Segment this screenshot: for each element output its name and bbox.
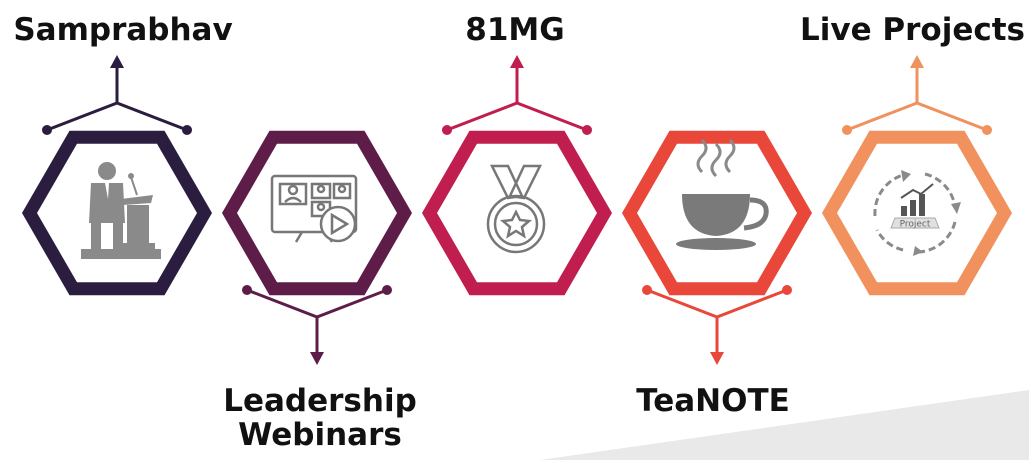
tea-cup-icon [676,138,769,250]
background-wedge [540,390,1029,460]
connector-arrow [442,55,592,135]
item-label-samprabhav: Samprabhav [13,12,233,48]
project-cycle-icon: Project [873,170,961,256]
item-label-line: Leadership [223,383,417,419]
speaker-at-podium-icon [81,162,161,259]
connector-arrow [42,55,192,135]
project-icon-label: Project [900,220,931,230]
connector-arrow [842,55,992,135]
hexagon-inner [837,143,997,283]
item-label-81mg: 81MG [465,12,565,48]
item-label-line: Webinars [238,417,402,454]
connector-arrow [642,285,792,365]
item-label-live-projects: Live Projects [799,12,1025,48]
video-conference-icon [270,174,358,243]
connector-arrow [242,285,392,365]
medal-star-icon [486,164,546,254]
item-label-teanote: TeaNOTE [636,383,790,419]
